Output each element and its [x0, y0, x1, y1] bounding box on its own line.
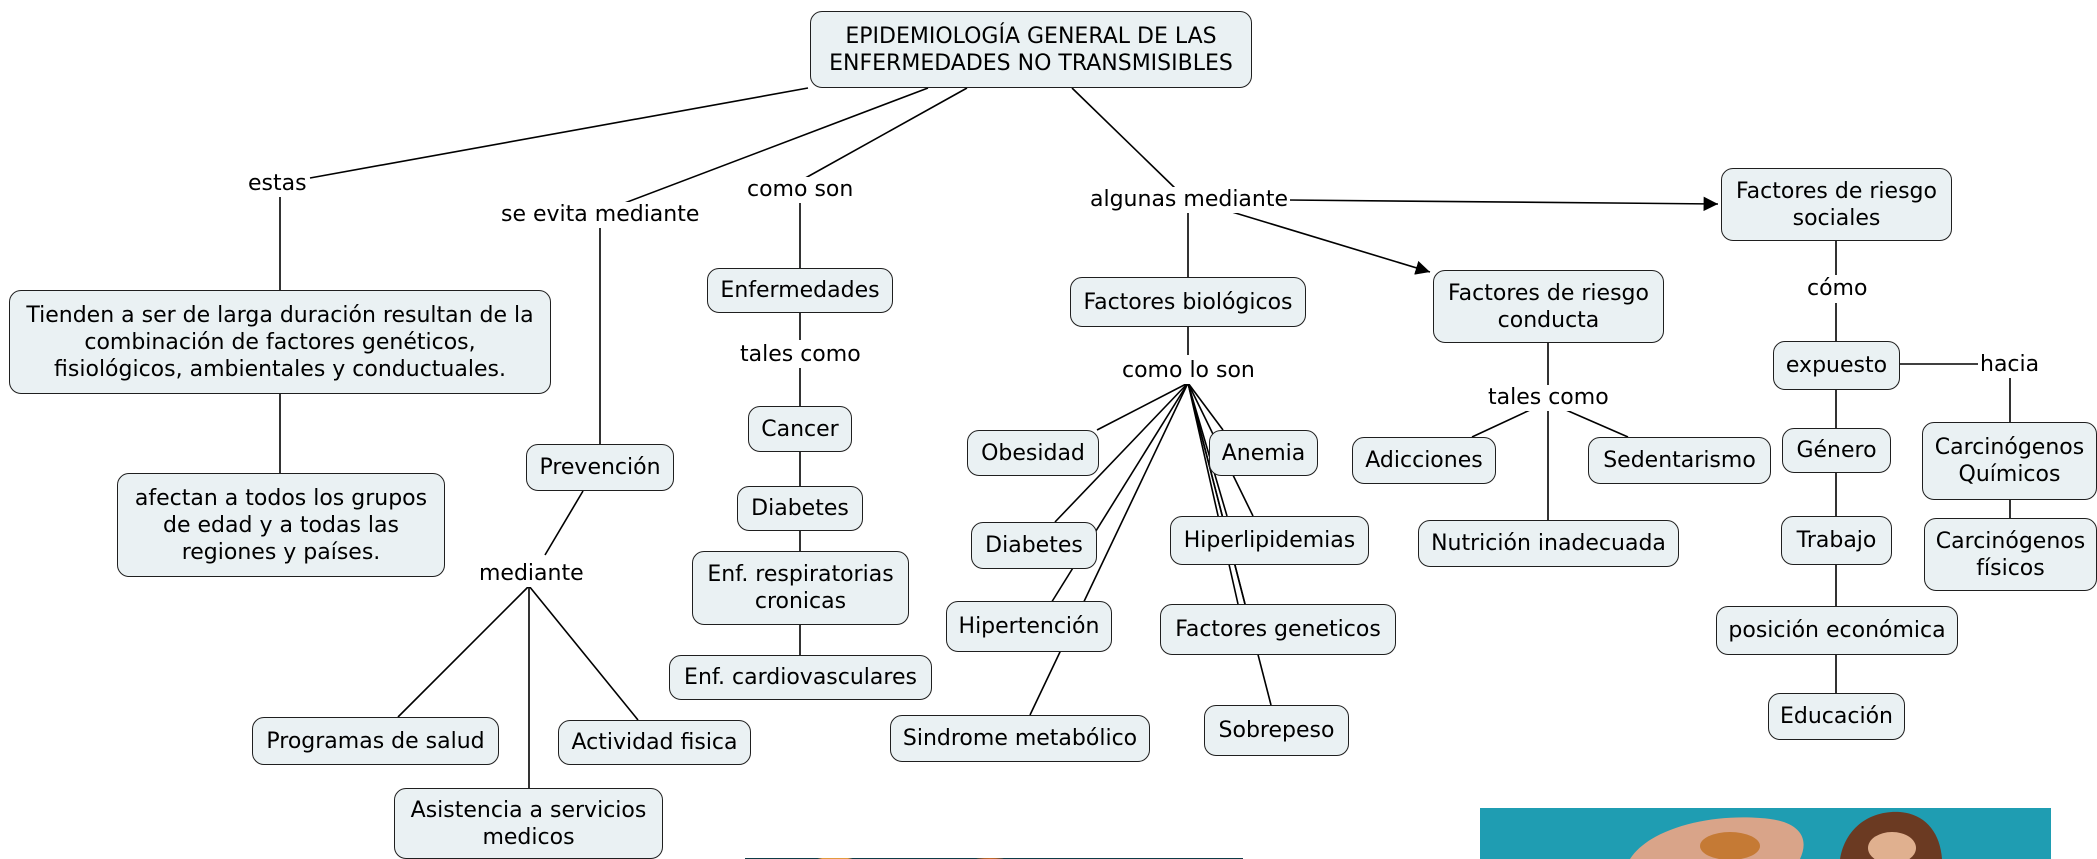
node-genero[interactable]: Género — [1782, 428, 1891, 473]
node-educacion[interactable]: Educación — [1768, 693, 1905, 740]
link-tales-como-conducta: tales como — [1486, 385, 1611, 411]
node-hipertencion[interactable]: Hipertención — [946, 601, 1112, 652]
node-factores-conducta[interactable]: Factores de riesgo conducta — [1433, 270, 1664, 343]
link-algunas-mediante: algunas mediante — [1088, 187, 1291, 213]
node-factores-sociales[interactable]: Factores de riesgo sociales — [1721, 168, 1952, 241]
node-enf-respiratorias[interactable]: Enf. respiratorias cronicas — [692, 551, 909, 625]
node-diabetes-bio[interactable]: Diabetes — [971, 522, 1097, 569]
node-actividad-fisica[interactable]: Actividad fisica — [558, 720, 751, 765]
node-carcinogenos-fisicos[interactable]: Carcinógenos físicos — [1924, 518, 2097, 591]
node-prevencion[interactable]: Prevención — [526, 444, 674, 491]
link-como-son: como son — [745, 177, 856, 203]
node-factores-biologicos[interactable]: Factores biológicos — [1070, 277, 1306, 327]
link-se-evita-mediante: se evita mediante — [499, 202, 702, 228]
food-photo — [745, 851, 1243, 859]
node-descripcion[interactable]: Tienden a ser de larga duración resultan… — [9, 290, 551, 394]
link-estas: estas — [246, 171, 309, 197]
node-sobrepeso[interactable]: Sobrepeso — [1204, 705, 1349, 756]
link-como-lo-son: como lo son — [1120, 358, 1257, 384]
node-cancer[interactable]: Cancer — [748, 406, 852, 452]
node-adicciones[interactable]: Adicciones — [1352, 437, 1496, 484]
node-enf-cardiovasculares[interactable]: Enf. cardiovasculares — [669, 655, 932, 700]
person-burger-photo — [1480, 808, 2051, 859]
root-node[interactable]: EPIDEMIOLOGÍA GENERAL DE LAS ENFERMEDADE… — [810, 11, 1252, 88]
node-obesidad[interactable]: Obesidad — [967, 430, 1099, 476]
node-hiperlipidemias[interactable]: Hiperlipidemias — [1170, 516, 1369, 565]
node-posicion-economica[interactable]: posición económica — [1716, 606, 1958, 655]
link-como: cómo — [1805, 276, 1870, 302]
node-sindrome-metabolico[interactable]: Sindrome metabólico — [890, 715, 1150, 762]
node-diabetes-enf[interactable]: Diabetes — [737, 486, 863, 531]
node-nutricion-inadecuada[interactable]: Nutrición inadecuada — [1418, 520, 1679, 567]
node-trabajo[interactable]: Trabajo — [1781, 516, 1892, 565]
node-afectan[interactable]: afectan a todos los grupos de edad y a t… — [117, 473, 445, 577]
node-enfermedades[interactable]: Enfermedades — [707, 268, 893, 313]
node-carcinogenos-quimicos[interactable]: Carcinógenos Químicos — [1922, 422, 2097, 500]
node-programas-de-salud[interactable]: Programas de salud — [252, 717, 499, 765]
link-hacia: hacia — [1978, 352, 2042, 378]
node-sedentarismo[interactable]: Sedentarismo — [1588, 437, 1771, 484]
node-expuesto[interactable]: expuesto — [1773, 341, 1900, 390]
node-anemia[interactable]: Anemia — [1209, 430, 1318, 476]
node-asistencia-servicios-medicos[interactable]: Asistencia a servicios medicos — [394, 788, 663, 859]
link-mediante: mediante — [477, 561, 586, 587]
link-tales-como: tales como — [738, 342, 863, 368]
node-factores-geneticos[interactable]: Factores geneticos — [1160, 604, 1396, 655]
